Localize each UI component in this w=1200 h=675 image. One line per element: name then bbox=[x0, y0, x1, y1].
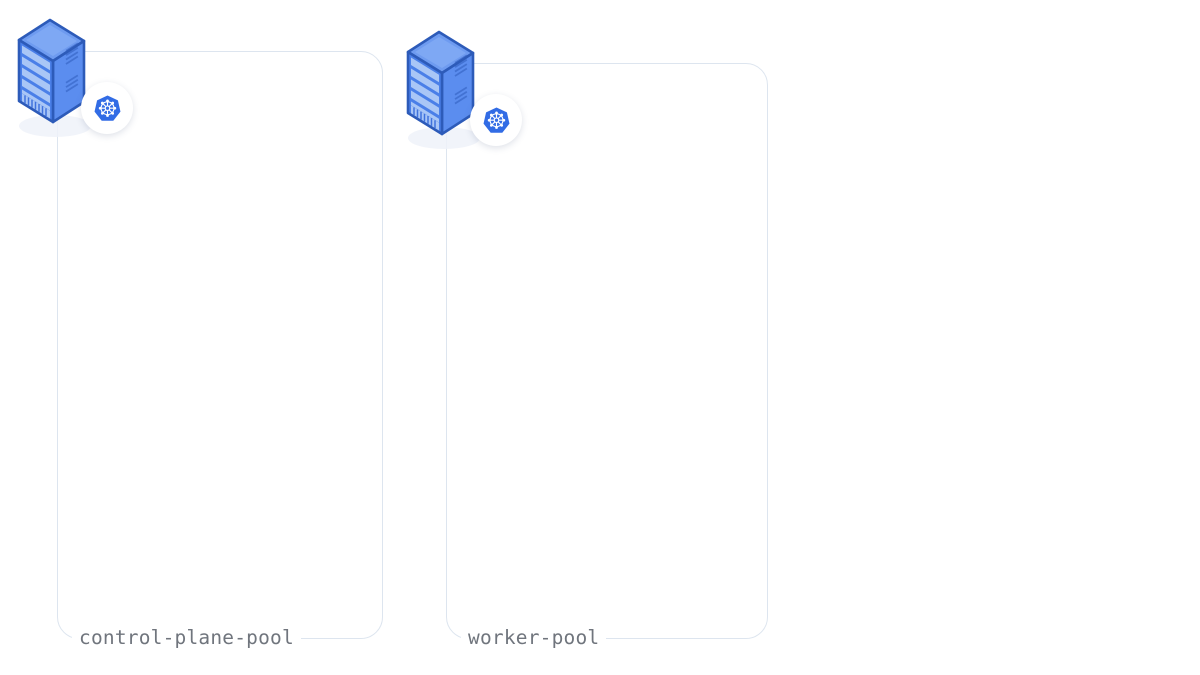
kubernetes-badge-worker-pool[interactable] bbox=[470, 94, 522, 146]
server-bays-icon bbox=[22, 45, 50, 111]
pool-label-control-plane-pool: control-plane-pool bbox=[72, 625, 301, 651]
node-group-worker-pool[interactable] bbox=[398, 22, 518, 167]
pool-card-control-plane-pool[interactable]: control-plane-pool bbox=[57, 51, 383, 651]
kubernetes-badge-control-plane-pool[interactable] bbox=[81, 82, 133, 134]
server-vent-icon bbox=[454, 54, 468, 105]
server-rack-icon bbox=[406, 30, 480, 149]
server-rack-icon bbox=[17, 18, 91, 137]
server-bays-icon bbox=[411, 57, 439, 123]
kubernetes-icon bbox=[483, 106, 509, 133]
server-grill-icon bbox=[411, 105, 439, 131]
pool-label-worker-pool: worker-pool bbox=[461, 625, 607, 651]
pool-card-worker-pool[interactable]: worker-pool bbox=[446, 63, 768, 651]
kubernetes-icon bbox=[94, 94, 120, 121]
server-vent-icon bbox=[65, 42, 79, 93]
node-group-control-plane-pool[interactable] bbox=[9, 10, 129, 155]
server-grill-icon bbox=[22, 93, 50, 119]
